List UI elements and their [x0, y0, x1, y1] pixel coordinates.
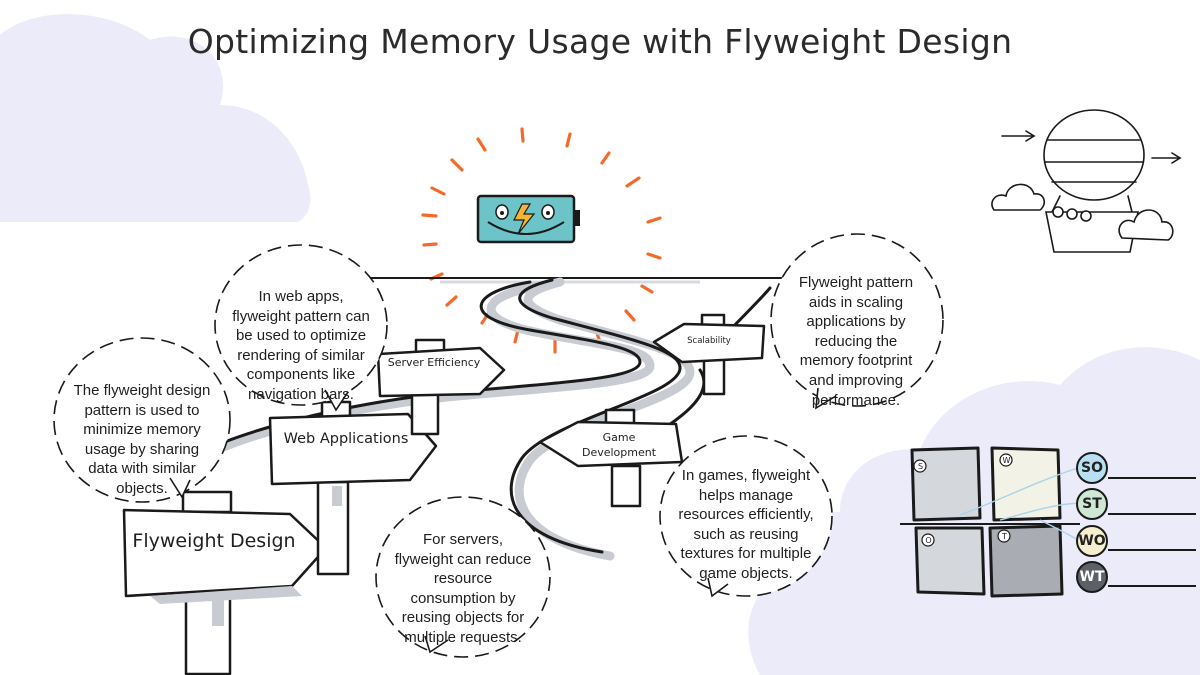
bubble-web-apps-line: be used to optimize: [235, 327, 367, 345]
bubble-scaling-line: applications by: [806, 313, 906, 331]
web-applications-sign: [268, 412, 438, 486]
quadrant-t-letter: T: [1002, 532, 1007, 541]
quadrant-w-letter: W: [1002, 456, 1011, 465]
game-development-label-line1: Game: [602, 431, 636, 444]
bubble-games: [659, 435, 833, 597]
scalability-label: Scalability: [687, 336, 731, 346]
bubble-scaling-line: performance.: [811, 391, 901, 409]
bubble-scaling: [770, 233, 944, 407]
bubble-web-apps-line: rendering of similar: [237, 346, 365, 364]
page-title: Optimizing Memory Usage with Flyweight D…: [187, 22, 1013, 61]
badge-wo-label: WO: [1078, 533, 1106, 549]
bubble-scaling-text: Flyweight pattern aids in scaling applic…: [770, 273, 942, 410]
bubble-web-apps-line: navigation bars.: [248, 385, 354, 403]
bubble-servers-line: multiple requests.: [404, 628, 522, 646]
bubble-games-line: such as reusing: [693, 525, 799, 543]
bubble-servers-line: resource: [433, 570, 493, 588]
bubble-web-apps-line: components like: [246, 366, 356, 384]
bubble-web-apps: [214, 244, 388, 406]
bubble-games-line: helps manage: [698, 486, 794, 504]
bubble-servers-text: For servers, flyweight can reduce resour…: [376, 530, 550, 648]
bubble-pattern-line: The flyweight design: [73, 382, 211, 399]
swot-connectors: [959, 467, 1079, 541]
game-development-label: Game Development: [570, 430, 668, 460]
bubble-scaling-line: reducing the: [814, 332, 898, 350]
badge-st: [1076, 488, 1108, 520]
quadrant-s-letter: S: [917, 462, 924, 471]
quadrant-w: [990, 446, 1062, 522]
game-development-sign: [538, 420, 684, 468]
bubble-pattern-line: usage by sharing: [84, 440, 200, 458]
badge-so: [1076, 452, 1108, 484]
badge-st-label: ST: [1082, 496, 1102, 512]
bubble-scaling-line: and improving: [808, 371, 904, 389]
bubble-games-line: textures for multiple: [680, 545, 812, 563]
bubble-servers-line: reusing objects for: [401, 609, 525, 627]
bubble-pattern: [53, 337, 231, 503]
bubble-scaling-line: Flyweight pattern: [798, 274, 914, 291]
quadrant-t: [988, 524, 1064, 598]
bubble-web-apps-line: flyweight pattern can: [232, 307, 370, 325]
battery-icon: [476, 194, 580, 244]
badge-wo: [1076, 525, 1108, 557]
swot-badges: [1076, 452, 1196, 593]
bubble-games-text: In games, flyweight helps manage resourc…: [660, 466, 832, 584]
bubble-scaling-line: aids in scaling: [808, 293, 904, 311]
bubble-servers-line: flyweight can reduce: [394, 550, 532, 568]
badge-wt: [1076, 561, 1108, 593]
badge-wt-label: WT: [1079, 569, 1105, 585]
scalability-sign: [652, 322, 766, 364]
top-left-cloud: [0, 14, 311, 223]
bubble-pattern-line: pattern is used to: [84, 401, 200, 419]
swot-grid: [900, 446, 1080, 598]
hot-air-balloon: [991, 109, 1182, 253]
speech-bubbles: [53, 233, 944, 658]
flyweight-design-label: Flyweight Design: [132, 530, 296, 552]
server-efficiency-label: Server Efficiency: [387, 356, 481, 369]
bubble-web-apps-line: In web apps,: [258, 288, 344, 305]
bubble-games-line: In games, flyweight: [681, 467, 811, 484]
server-efficiency-sign: [376, 346, 506, 398]
quadrant-s: [910, 446, 982, 522]
bubble-pattern-text: The flyweight design pattern is used to …: [56, 381, 228, 499]
bubble-pattern-line: objects.: [116, 479, 168, 497]
quadrant-o-letter: O: [925, 536, 932, 545]
bubble-games-line: resources efficiently,: [678, 506, 814, 524]
signposts: [122, 313, 766, 675]
bubble-pattern-line: data with similar: [88, 460, 196, 478]
bubble-games-line: game objects.: [699, 564, 793, 582]
bubble-web-apps-text: In web apps, flyweight pattern can be us…: [214, 287, 388, 405]
game-development-label-line2: Development: [581, 446, 657, 459]
bubble-servers-line: consumption by: [410, 589, 516, 607]
bubble-pattern-line: minimize memory: [83, 421, 201, 439]
quadrant-o: [914, 526, 986, 596]
web-applications-label: Web Applications: [283, 431, 409, 447]
badge-so-label: SO: [1081, 460, 1103, 476]
bubble-scaling-line: memory footprint: [799, 352, 913, 370]
bubble-servers-line: For servers,: [422, 531, 503, 548]
swot-corner-marks: [913, 453, 1013, 547]
bubble-servers: [375, 496, 551, 658]
flyweight-design-sign: [122, 508, 328, 598]
